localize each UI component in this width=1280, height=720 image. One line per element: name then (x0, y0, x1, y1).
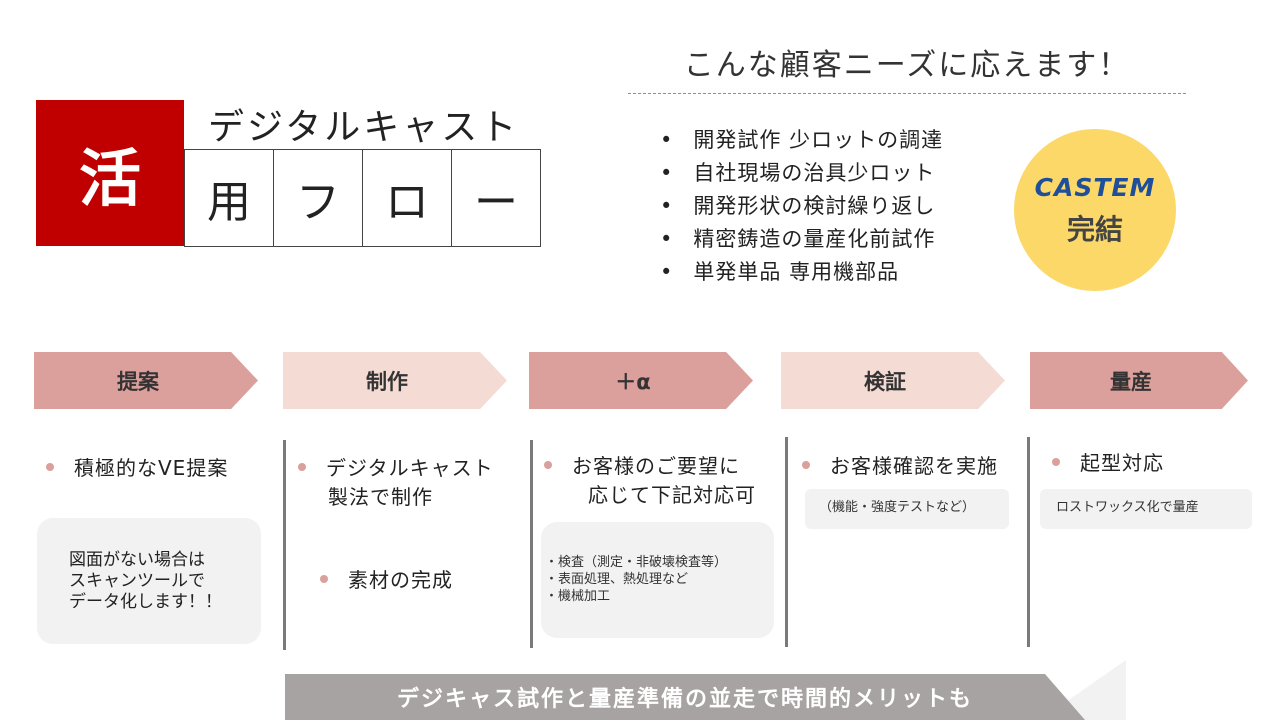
production-bullet-1: デジタルキャスト 製法で制作 (298, 452, 494, 510)
proposal-note-line: スキャンツールで (69, 571, 205, 591)
step-label: ＋α (615, 369, 651, 394)
needs-list: 開発試作 少ロットの調達 自社現場の治具少ロット 開発形状の検討繰り返し 精密鋳… (660, 124, 943, 289)
proposal-bullet-text: 積極的なVE提案 (74, 456, 229, 480)
castem-logo: CASTEM (1034, 172, 1156, 202)
production-bullet-text: 製法で制作 (328, 485, 433, 509)
step-label: 制作 (366, 369, 408, 394)
mass-bullet-text: 起型対応 (1080, 451, 1164, 475)
bottom-banner: デジキャス試作と量産準備の並走で時間的メリットも (285, 674, 1085, 720)
production-bullet-2: 素材の完成 (320, 564, 453, 593)
step-verify: 検証 (781, 352, 1005, 409)
bullet-dot (802, 461, 810, 469)
needs-item: 自社現場の治具少ロット (660, 157, 943, 190)
proposal-bullet: 積極的なVE提案 (46, 452, 228, 481)
bullet-dot (298, 463, 306, 471)
proposal-note-line: データ化します！！ (69, 592, 222, 612)
needs-divider (628, 93, 1186, 94)
verify-bullet: お客様確認を実施 (802, 450, 998, 479)
production-bullet-text: 素材の完成 (348, 568, 453, 592)
bullet-dot (320, 575, 328, 583)
step-mass-production: 量産 (1030, 352, 1248, 409)
needs-item: 開発試作 少ロットの調達 (660, 124, 943, 157)
title-cell-2: フ (274, 149, 363, 247)
verify-bullet-text: お客様確認を実施 (830, 454, 998, 478)
plus-note-line: ・表面処理、熱処理など (545, 572, 689, 587)
step-proposal: 提案 (34, 352, 258, 409)
bullet-dot (1052, 458, 1060, 466)
needs-item: 精密鋳造の量産化前試作 (660, 223, 943, 256)
step-production: 制作 (283, 352, 507, 409)
production-bullet-text: デジタルキャスト (326, 456, 494, 480)
bullet-dot (46, 463, 54, 471)
column-divider (530, 440, 533, 648)
plus-note-line: ・機械加工 (545, 589, 611, 604)
plus-note-box: ・検査（測定・非破壊検査等） ・表面処理、熱処理など ・機械加工 (541, 522, 774, 638)
needs-item: 開発形状の検討繰り返し (660, 190, 943, 223)
proposal-note-box: 図面がない場合は スキャンツールで データ化します！！ (37, 518, 261, 644)
proposal-note-line: 図面がない場合は (69, 550, 205, 570)
bottom-banner-text: デジキャス試作と量産準備の並走で時間的メリットも (396, 687, 973, 712)
verify-note-text: （機能・強度テストなど） (819, 500, 976, 515)
mass-note-text: ロストワックス化で量産 (1056, 500, 1199, 515)
title-kanji-box: 活 (36, 100, 184, 246)
title-cell-3: ロ (363, 149, 452, 247)
step-label: 量産 (1110, 369, 1152, 394)
plus-bullet-text: お客様のご要望に (572, 454, 740, 478)
castem-badge: CASTEM 完結 (1014, 129, 1176, 291)
castem-subtitle: 完結 (1066, 212, 1123, 246)
title-cell-4: ー (452, 149, 541, 247)
bullet-dot (544, 461, 552, 469)
verify-note-box: （機能・強度テストなど） (805, 489, 1009, 529)
mass-bullet: 起型対応 (1052, 447, 1164, 476)
plus-bullet: お客様のご要望に 応じて下記対応可 (544, 450, 756, 508)
mass-note-box: ロストワックス化で量産 (1040, 489, 1252, 529)
step-label: 提案 (117, 369, 159, 394)
plus-note-line: ・検査（測定・非破壊検査等） (545, 555, 728, 570)
title-cell-1: 用 (184, 149, 274, 247)
title-kanji: 活 (78, 142, 141, 215)
title-flow-cells: 用 フ ロ ー (184, 149, 541, 247)
step-label: 検証 (864, 369, 906, 394)
column-divider (283, 440, 286, 650)
needs-item: 単発単品 専用機部品 (660, 256, 943, 289)
title-top-text: デジタルキャスト (208, 107, 520, 148)
plus-bullet-text: 応じて下記対応可 (588, 483, 756, 507)
needs-heading: こんな顧客ニーズに応えます！ (683, 48, 1131, 83)
column-divider (1027, 437, 1030, 647)
column-divider (785, 437, 788, 647)
step-plus-alpha: ＋α (529, 352, 753, 409)
